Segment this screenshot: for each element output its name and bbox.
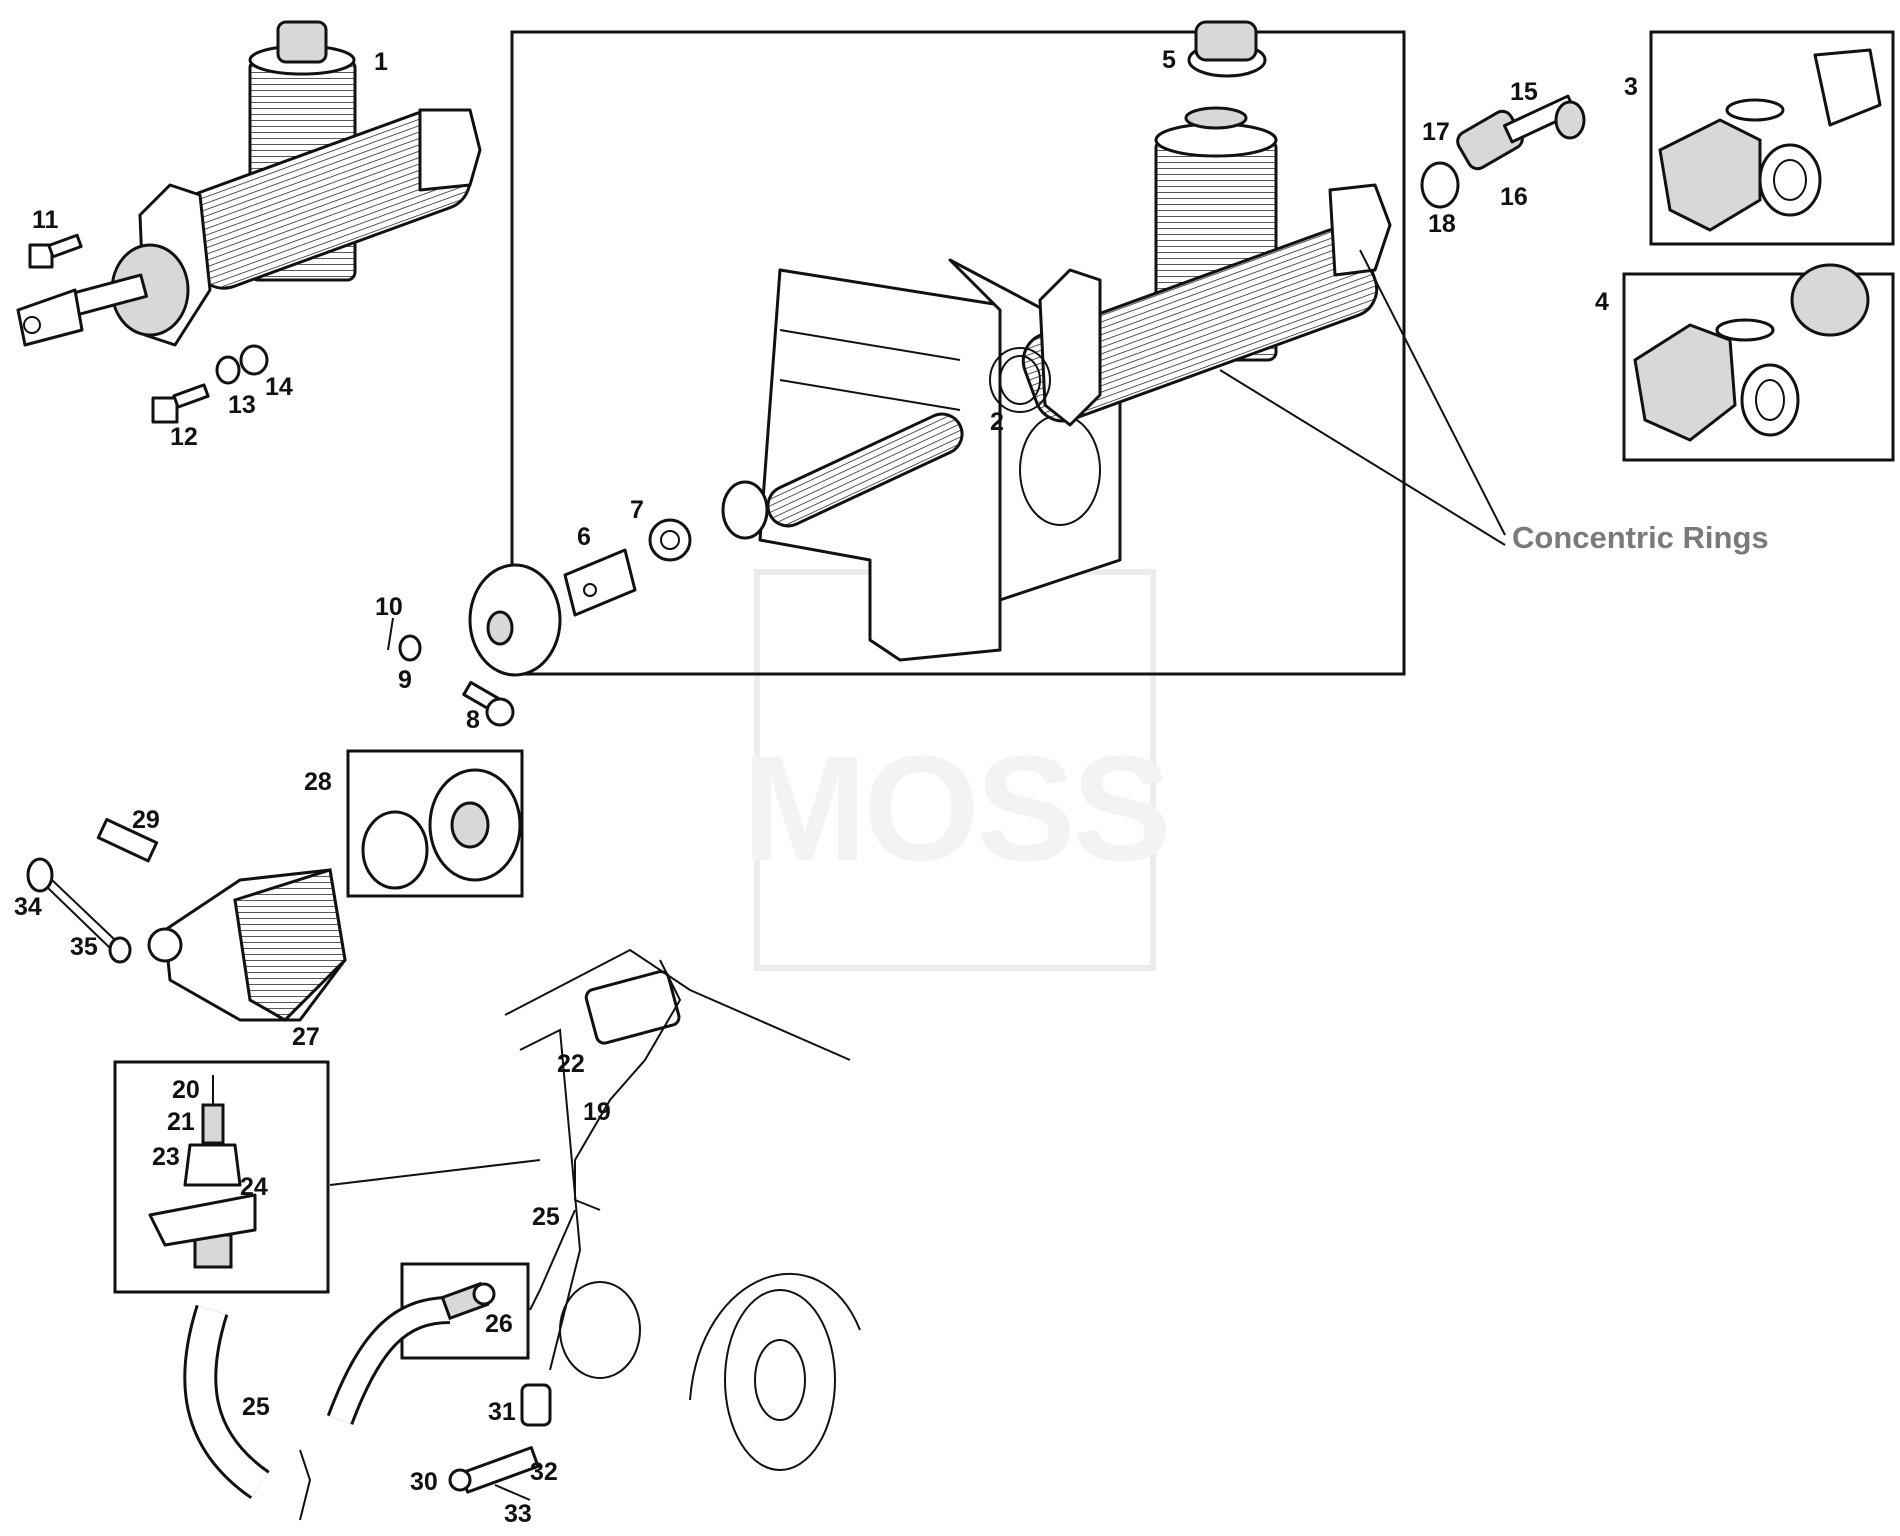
boot-drawing: [468, 563, 562, 677]
split-pin-10-drawing: [387, 617, 394, 651]
moss-watermark: MOSS: [742, 569, 1172, 971]
callout-4: 4: [1595, 288, 1609, 316]
clevis-30-31-32-33-drawing: [448, 1383, 552, 1501]
car-outline-drawing: [329, 948, 861, 1471]
callout-6: 6: [577, 523, 591, 551]
callout-22: 22: [557, 1050, 585, 1078]
bolt-11-drawing: [28, 233, 83, 269]
callout-33: 33: [504, 1500, 532, 1528]
callout-28: 28: [304, 768, 332, 796]
callout-12: 12: [170, 423, 198, 451]
hose-detail-drawing: [148, 1075, 257, 1269]
washer-9-drawing: [398, 634, 422, 662]
callout-24: 24: [240, 1173, 268, 1201]
concentric-rings-leader-lines: [1219, 249, 1506, 546]
callout-29: 29: [132, 806, 160, 834]
callout-14: 14: [265, 373, 293, 401]
callout-32: 32: [530, 1458, 558, 1486]
callout-18: 18: [1428, 210, 1456, 238]
bolt-34-drawing: [26, 857, 116, 949]
callout-27: 27: [292, 1023, 320, 1051]
flexible-hose-25-drawing: [183, 1281, 496, 1521]
pushrod-yoke-6-drawing: [563, 548, 637, 617]
callout-16: 16: [1500, 183, 1528, 211]
callout-7: 7: [630, 496, 644, 524]
repair-kit-4-drawing: [1633, 263, 1870, 442]
nut-14-drawing: [239, 344, 269, 376]
callout-26: 26: [485, 1310, 513, 1338]
callout-31: 31: [488, 1398, 516, 1426]
callout-5: 5: [1162, 46, 1176, 74]
callout-17: 17: [1422, 118, 1450, 146]
repair-kit-3-frame: [1649, 30, 1895, 246]
callout-labels: 1 2 3 4 5 6 7 8 9 10 11 12 13 14 15 16 1…: [14, 46, 1638, 1528]
master-cylinder-frame: [510, 30, 1406, 676]
slave-cylinder-27-drawing: [147, 868, 347, 1022]
callout-21: 21: [167, 1108, 195, 1136]
repair-kit-4-frame: [1622, 272, 1895, 462]
bolt-12-drawing: [151, 383, 210, 424]
callout-23: 23: [152, 1143, 180, 1171]
callout-13: 13: [228, 391, 256, 419]
washer-13-drawing: [215, 355, 241, 385]
callout-19: 19: [583, 1098, 611, 1126]
clutch-master-cylinder-drawing: [16, 20, 482, 347]
washer-35-drawing: [108, 936, 132, 964]
hose-detail-frame: [113, 1060, 330, 1294]
callout-10: 10: [375, 593, 403, 621]
repair-kit-3-drawing: [1658, 48, 1882, 232]
callout-15: 15: [1510, 78, 1538, 106]
callout-11: 11: [32, 206, 59, 234]
callout-20: 20: [172, 1076, 200, 1104]
bleed-screw-29-drawing: [96, 818, 159, 863]
filler-cap-5-drawing: [1187, 20, 1267, 78]
slave-kit-28-frame: [346, 749, 524, 898]
banjo-fitting-drawing: [1420, 94, 1586, 209]
clevis-pin-8-drawing: [462, 680, 515, 727]
callout-30: 30: [410, 1468, 438, 1496]
callout-25-lower: 25: [242, 1393, 270, 1421]
callout-2: 2: [990, 408, 1004, 436]
svg-text:MOSS: MOSS: [742, 724, 1168, 892]
slave-kit-28-drawing: [361, 768, 522, 890]
callout-3: 3: [1624, 73, 1638, 101]
retaining-clip-7-drawing: [648, 518, 692, 562]
clutch-master-cylinder-2-drawing: [721, 106, 1392, 540]
callout-1: 1: [374, 48, 388, 76]
callout-25-upper: 25: [532, 1203, 560, 1231]
callout-34: 34: [14, 893, 42, 921]
concentric-rings-label: Concentric Rings: [1512, 520, 1769, 555]
callout-35: 35: [70, 933, 98, 961]
callout-9: 9: [398, 666, 412, 694]
callout-8: 8: [466, 706, 480, 734]
